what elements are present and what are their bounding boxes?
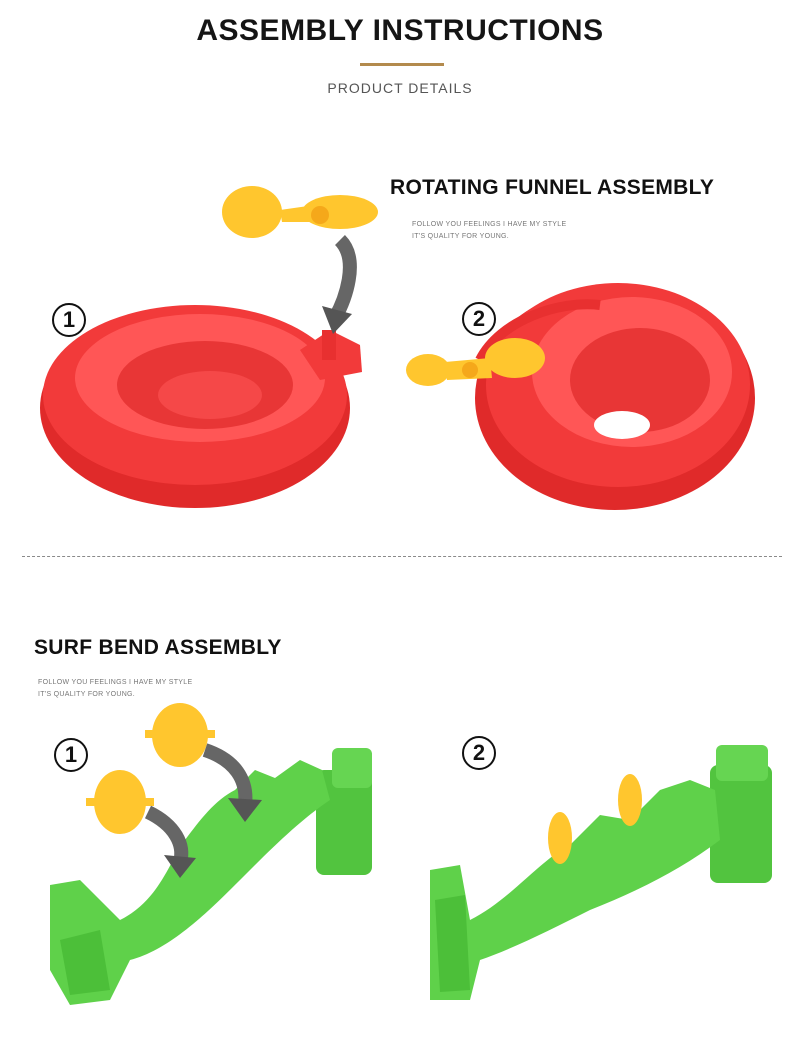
surf-tagline-2: IT'S QUALITY FOR YOUNG. — [38, 691, 136, 698]
funnel-step-1-badge: 1 — [52, 303, 86, 337]
title-underline — [360, 63, 444, 66]
surf-tagline-1: FOLLOW YOU FEELINGS I HAVE MY STYLE — [38, 679, 193, 686]
funnel-step-2-badge: 2 — [462, 302, 496, 336]
funnel-section-heading: ROTATING FUNNEL ASSEMBLY — [390, 176, 715, 199]
surf-section-heading: SURF BEND ASSEMBLY — [34, 636, 282, 659]
section-divider — [22, 556, 782, 557]
funnel-tagline-1: FOLLOW YOU FEELINGS I HAVE MY STYLE — [412, 221, 567, 228]
page-subtitle: PRODUCT DETAILS — [327, 80, 473, 96]
funnel-tagline-2: IT'S QUALITY FOR YOUNG. — [412, 233, 510, 240]
surf-step-1-badge: 1 — [54, 738, 88, 772]
surf-step-2-badge: 2 — [462, 736, 496, 770]
page-title: ASSEMBLY INSTRUCTIONS — [196, 14, 604, 47]
